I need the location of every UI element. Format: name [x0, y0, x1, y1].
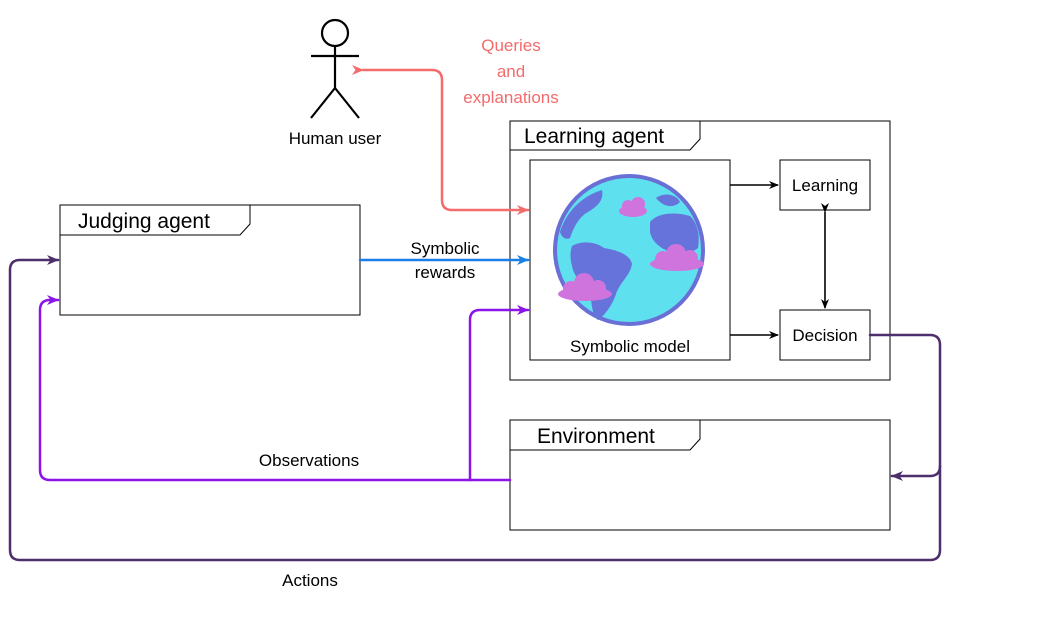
learning-label: Learning [792, 176, 858, 195]
symbolic-model-label: Symbolic model [570, 337, 690, 356]
globe-icon [553, 174, 705, 326]
actions-label: Actions [282, 571, 338, 590]
observations-to-judge-arrow [38, 295, 512, 482]
environment-frame: Environment [509, 419, 891, 531]
learning-box [779, 159, 871, 211]
observations-label: Observations [259, 451, 359, 470]
judging-agent-title: Judging agent [78, 210, 210, 233]
actions-to-judge-arrow [8, 255, 942, 562]
symbolic-rewards-label-line2: rewards [415, 263, 475, 282]
symbolic-rewards-label-line1: Symbolic [411, 239, 480, 258]
queries-label-line2: and [497, 62, 525, 81]
actions-to-environment-arrow [890, 464, 942, 481]
queries-label-line3: explanations [463, 88, 558, 107]
decision-label: Decision [792, 326, 857, 345]
stick-figure-icon [310, 18, 360, 119]
learning-agent-title: Learning agent [524, 125, 664, 148]
queries-arrow [352, 65, 530, 215]
judging-agent-frame: Judging agent [59, 204, 361, 316]
human-user-label: Human user [289, 129, 382, 148]
environment-title: Environment [537, 425, 655, 448]
observations-to-model-arrow [468, 305, 530, 482]
queries-label-line1: Queries [481, 36, 541, 55]
